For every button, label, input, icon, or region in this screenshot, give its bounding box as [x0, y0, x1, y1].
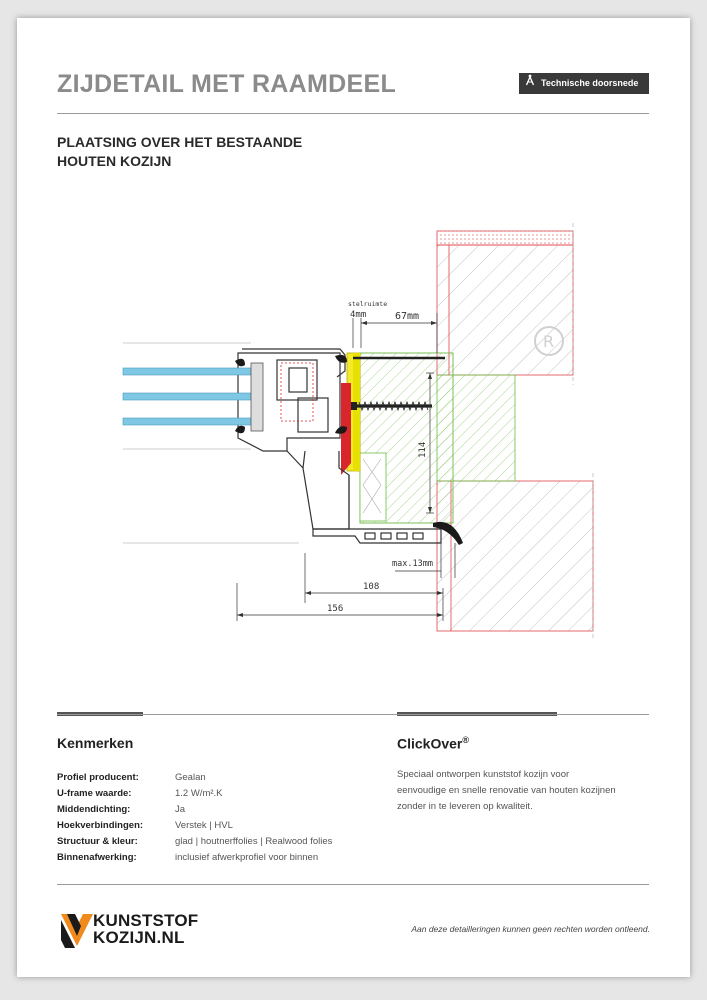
logo-wordmark: KUNSTSTOF KOZIJN.NL: [93, 912, 198, 946]
brick-lower: [436, 480, 594, 632]
product-title: ClickOver®: [397, 735, 469, 752]
header-divider: [57, 113, 649, 114]
glazing: [122, 342, 299, 544]
label-width-outer: 156: [327, 604, 343, 614]
feature-key: Profiel producent:: [57, 772, 139, 783]
company-logo: KUNSTSTOF KOZIJN.NL: [61, 912, 198, 953]
brick-upper: [436, 230, 574, 376]
compass-icon: [525, 73, 537, 94]
section-divider: [57, 714, 649, 715]
feature-value: 1.2 W/m².K: [175, 788, 223, 799]
feature-key: Structuur & kleur:: [57, 836, 138, 847]
label-max: max.13mm: [392, 559, 433, 569]
features-title: Kenmerken: [57, 735, 134, 751]
feature-value: Gealan: [175, 772, 206, 783]
technical-drawing: R: [95, 213, 615, 658]
feature-row: Hoekverbindingen: Verstek | HVL: [57, 818, 332, 834]
subtitle-line-1: PLAATSING OVER HET BESTAANDE: [57, 134, 303, 150]
technical-section-badge: Technische doorsnede: [519, 73, 649, 94]
feature-value: inclusief afwerkprofiel voor binnen: [175, 852, 319, 863]
document-sheet: ZIJDETAIL MET RAAMDEEL Technische doorsn…: [17, 18, 690, 977]
svg-text:R: R: [543, 332, 554, 351]
label-offset: 67mm: [395, 311, 419, 322]
page-subtitle: PLAATSING OVER HET BESTAANDE HOUTEN KOZI…: [57, 133, 302, 171]
feature-row: Profiel producent: Gealan: [57, 770, 332, 786]
label-height: 114: [418, 442, 428, 458]
logo-line-2: KOZIJN.NL: [93, 928, 185, 947]
dimension-lines: [236, 313, 456, 621]
feature-key: Middendichting:: [57, 804, 131, 815]
feature-value: Verstek | HVL: [175, 820, 233, 831]
gaskets: [235, 354, 463, 545]
label-width-inner: 108: [363, 582, 379, 592]
existing-wood-frame: [346, 352, 454, 524]
feature-value: glad | houtnerffolies | Realwood folies: [175, 836, 333, 847]
pvc-profile: [237, 348, 442, 544]
registered-mark: ®: [462, 735, 470, 745]
subtitle-line-2: HOUTEN KOZIJN: [57, 153, 172, 169]
label-stelruimte: stelruimte: [348, 300, 387, 308]
logo-mark-icon: [61, 914, 93, 948]
page-title: ZIJDETAIL MET RAAMDEEL: [57, 70, 397, 98]
footer-divider: [57, 884, 649, 885]
feature-key: Binnenafwerking:: [57, 852, 137, 863]
feature-row: Binnenafwerking: inclusief afwerkprofiel …: [57, 850, 332, 866]
feature-key: U-frame waarde:: [57, 788, 132, 799]
feature-value: Ja: [175, 804, 186, 815]
dimension-arrows: [237, 321, 443, 617]
product-name: ClickOver: [397, 735, 463, 752]
feature-row: U-frame waarde: 1.2 W/m².K: [57, 786, 332, 802]
logo-line-1: KUNSTSTOF: [93, 911, 199, 930]
label-gap: 4mm: [350, 310, 366, 320]
feature-row: Middendichting: Ja: [57, 802, 332, 818]
product-description: Speciaal ontworpen kunststof kozijn voor…: [397, 769, 616, 812]
disclaimer: Aan deze detailleringen kunnen geen rech…: [411, 924, 650, 934]
feature-row: Structuur & kleur: glad | houtnerffolies …: [57, 834, 332, 850]
feature-key: Hoekverbindingen:: [57, 820, 144, 831]
badge-label: Technische doorsnede: [541, 78, 639, 88]
